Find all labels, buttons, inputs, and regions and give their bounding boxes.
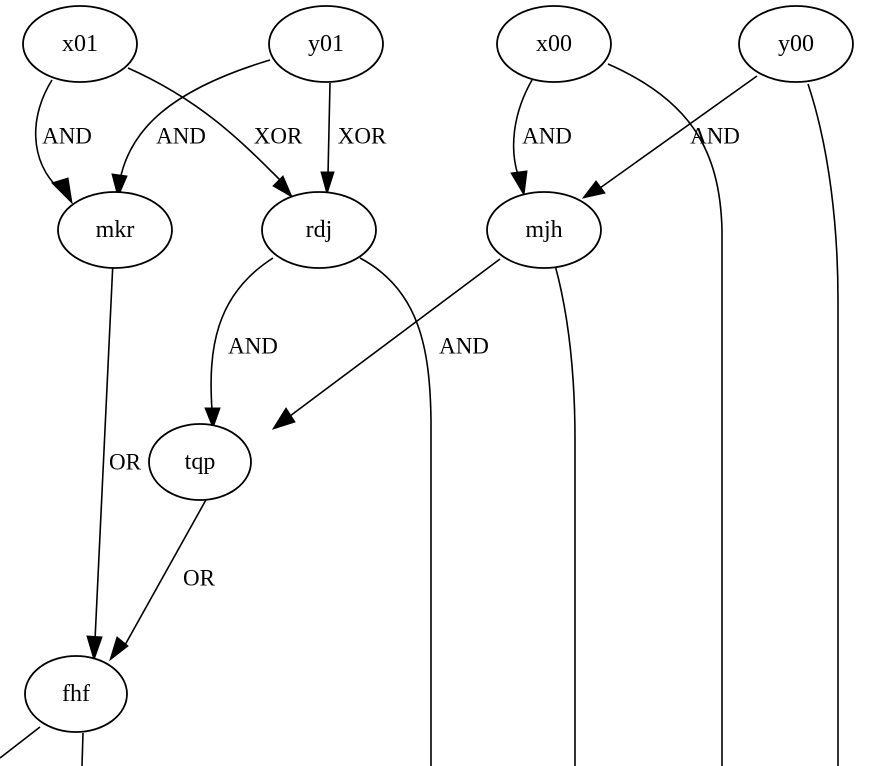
edge-y01-rdj: XOR — [320, 82, 387, 196]
edge-label: OR — [109, 450, 142, 475]
edge-label: AND — [228, 334, 278, 359]
node-label: mkr — [96, 217, 135, 243]
node-y00[interactable]: y00 — [738, 5, 854, 83]
node-label: fhf — [62, 681, 90, 707]
node-y01[interactable]: y01 — [268, 5, 384, 83]
node-label: rdj — [306, 217, 333, 243]
edge-rdj-offscreen — [359, 257, 432, 766]
edge-label: AND — [42, 124, 92, 149]
edge-label: XOR — [254, 124, 303, 149]
edge-tqp-fhf: OR — [109, 497, 216, 662]
edge-mkr-fhf: OR — [86, 260, 142, 662]
node-label: x00 — [536, 31, 572, 57]
node-label: y01 — [308, 31, 344, 57]
edge-label: AND — [156, 124, 206, 149]
node-tqp[interactable]: tqp — [148, 423, 252, 501]
edge-x01-rdj: XOR — [127, 67, 303, 199]
node-mjh[interactable]: mjh — [486, 191, 602, 269]
edge-fhf-offscreen-left — [0, 726, 41, 759]
node-label: x01 — [62, 31, 98, 57]
node-label: tqp — [185, 449, 216, 475]
edge-label: AND — [522, 124, 572, 149]
edge-y00-offscreen — [807, 83, 839, 766]
edge-y01-mkr: AND — [111, 59, 271, 199]
edge-mjh-offscreen — [554, 264, 576, 766]
edge-x00-mjh: AND — [510, 79, 572, 197]
node-mkr[interactable]: mkr — [57, 191, 173, 269]
edge-mjh-tqp: AND — [271, 258, 501, 430]
edge-label: AND — [439, 334, 489, 359]
edge-rdj-tqp: AND — [204, 257, 278, 430]
edge-label: OR — [183, 566, 216, 591]
node-label: y00 — [778, 31, 814, 57]
edge-y00-mjh: AND — [581, 75, 758, 199]
node-x01[interactable]: x01 — [22, 5, 138, 83]
edge-x01-mkr: AND — [34, 79, 92, 205]
edge-fhf-offscreen-down — [81, 732, 84, 766]
node-label: mjh — [525, 217, 562, 243]
node-fhf[interactable]: fhf — [24, 655, 128, 733]
node-x00[interactable]: x00 — [496, 5, 612, 83]
node-rdj[interactable]: rdj — [261, 191, 377, 269]
edge-label: XOR — [338, 124, 387, 149]
edge-x00-offscreen — [607, 63, 723, 766]
